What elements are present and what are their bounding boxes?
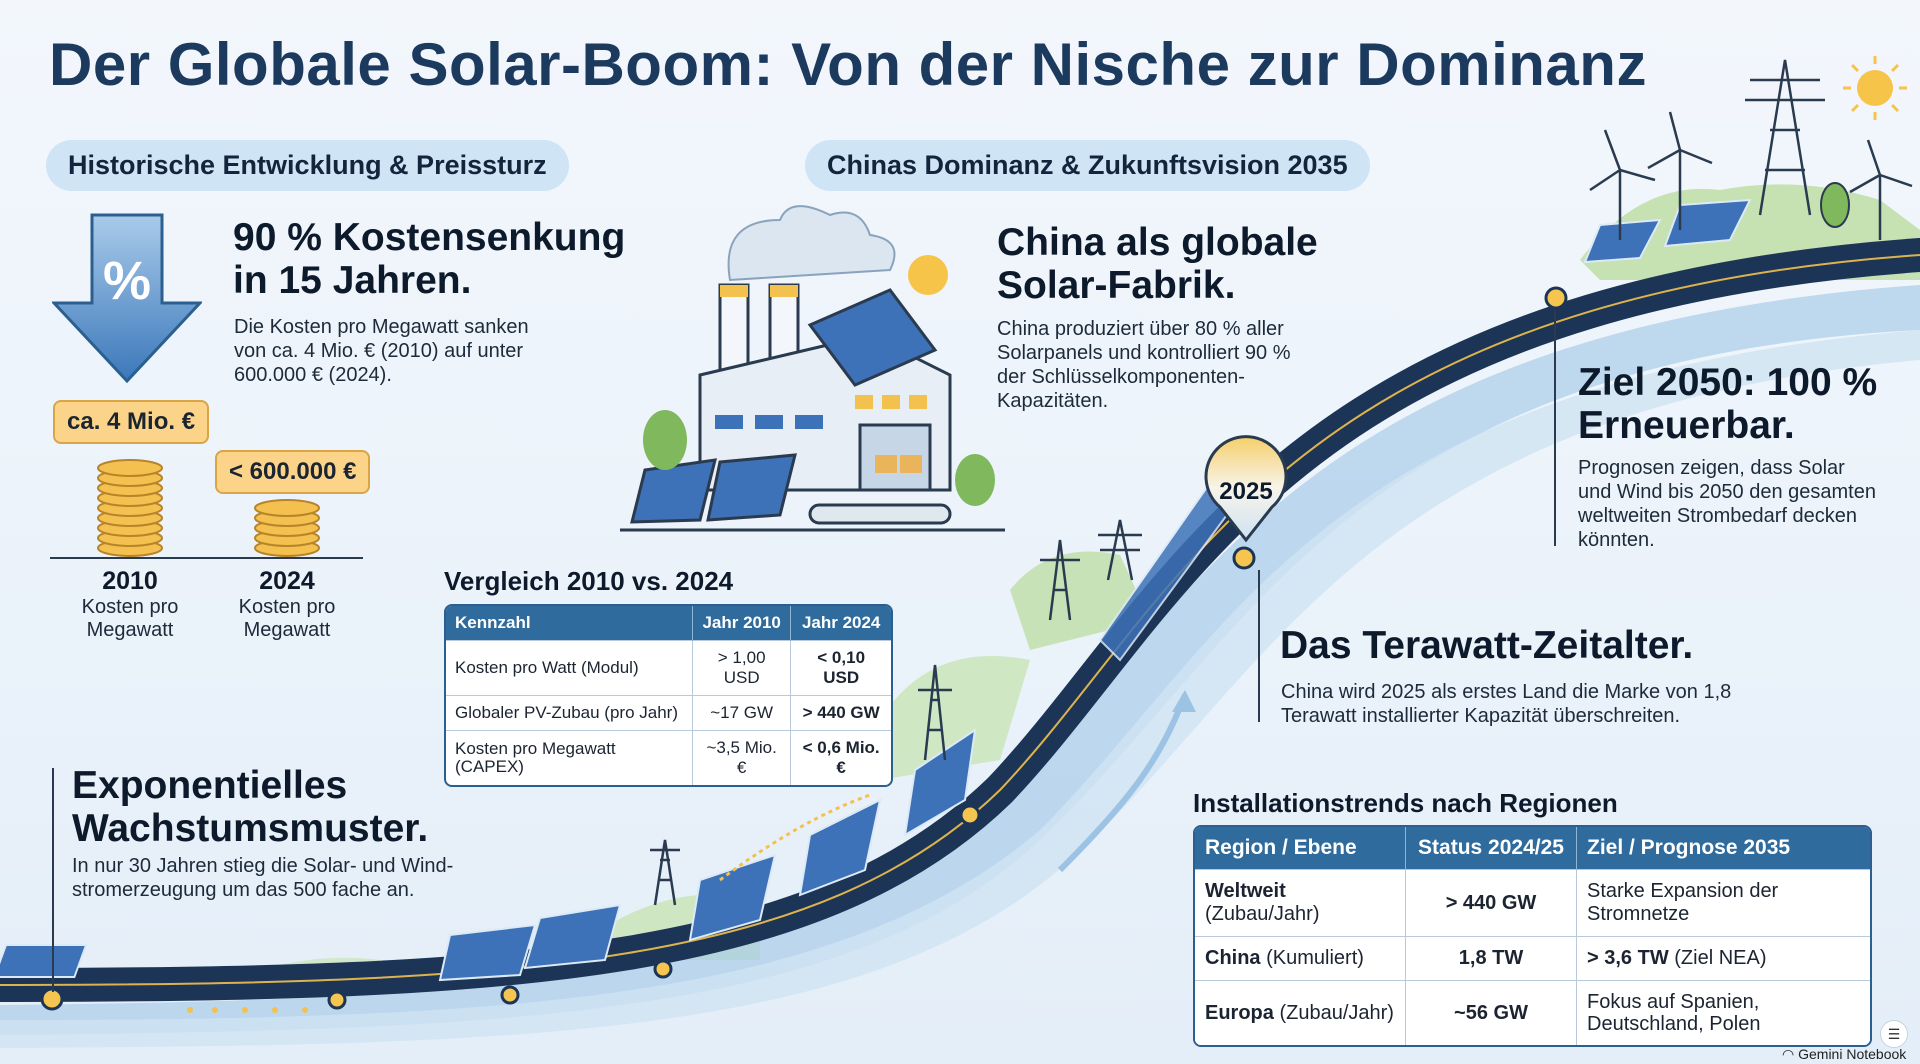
terawatt-connector-line xyxy=(1258,570,1260,722)
china-heading: China als globale Solar-Fabrik. xyxy=(997,221,1318,307)
goal-heading: Ziel 2050: 100 % Erneuerbar. xyxy=(1578,361,1878,447)
page-title: Der Globale Solar-Boom: Von der Nische z… xyxy=(49,31,1647,98)
year-2024: 2024 xyxy=(259,567,315,595)
coin-label-2024: 2024 Kosten pro Megawatt xyxy=(217,567,357,642)
terawatt-text: China wird 2025 als erstes Land die Mark… xyxy=(1281,681,1732,727)
china-text: China produziert über 80 % aller Solarpa… xyxy=(997,318,1291,412)
cost-text: Die Kosten pro Megawatt sanken von ca. 4… xyxy=(234,316,529,386)
regions-header: Status 2024/25 xyxy=(1405,827,1577,870)
regions-title: Installationstrends nach Regionen xyxy=(1193,788,1618,818)
marker-2025-label: 2025 xyxy=(1219,478,1273,505)
percent-symbol: % xyxy=(102,251,151,311)
terawatt-heading: Das Terawatt-Zeitalter. xyxy=(1280,624,1694,667)
growth-text: In nur 30 Jahren stieg die Solar- und Wi… xyxy=(72,855,454,901)
solar-factory-illustration xyxy=(620,205,1005,532)
table-row: Kosten pro Watt (Modul) > 1,00 USD < 0,1… xyxy=(446,640,891,696)
growth-connector-line xyxy=(52,768,54,992)
year-2010: 2010 xyxy=(102,567,158,595)
coin-stacks-icon xyxy=(50,459,363,559)
section-pill-china: Chinas Dominanz & Zukunftsvision 2035 xyxy=(805,140,1370,191)
regions-header: Ziel / Prognose 2035 xyxy=(1576,827,1870,870)
cost-heading-line2: in 15 Jahren. xyxy=(233,258,472,302)
cost-heading-line1: 90 % Kostensenkung xyxy=(233,216,626,259)
tag-2024-cost: < 600.000 € xyxy=(215,450,371,494)
table-row: Globaler PV-Zubau (pro Jahr) ~17 GW > 44… xyxy=(446,695,891,731)
growth-heading: Exponentielles Wachstumsmuster. xyxy=(72,764,429,850)
comparison-header: Jahr 2024 xyxy=(790,606,891,641)
regions-header: Region / Ebene xyxy=(1195,827,1406,870)
coin-label-2010: 2010 Kosten pro Megawatt xyxy=(60,567,200,642)
table-row: China (Kumuliert) 1,8 TW > 3,6 TW (Ziel … xyxy=(1195,936,1870,981)
watermark: ◠ Gemini Notebook xyxy=(1782,1046,1907,1062)
goal-connector-line xyxy=(1554,310,1556,546)
goal-text: Prognosen zeigen, dass Solar und Wind bi… xyxy=(1578,457,1876,551)
comparison-header: Kennzahl xyxy=(446,606,693,641)
table-row: Weltweit (Zubau/Jahr) > 440 GW Starke Ex… xyxy=(1195,869,1870,937)
comparison-title: Vergleich 2010 vs. 2024 xyxy=(444,566,734,596)
table-row: Kosten pro Megawatt (CAPEX) ~3,5 Mio. € … xyxy=(446,730,891,785)
map-pin-2025-icon xyxy=(1204,435,1288,543)
percent-down-arrow-icon xyxy=(52,213,202,383)
notes-icon[interactable]: ☰ xyxy=(1880,1020,1908,1048)
comparison-header: Jahr 2010 xyxy=(692,606,792,641)
cost-heading: 90 % Kostensenkung in 15 Jahren. xyxy=(233,216,626,303)
table-row: Europa (Zubau/Jahr) ~56 GW Fokus auf Spa… xyxy=(1195,980,1870,1045)
regions-table: Region / Ebene Status 2024/25 Ziel / Pro… xyxy=(1193,825,1872,1047)
section-pill-history: Historische Entwicklung & Preissturz xyxy=(46,140,569,191)
gemini-logo-icon: ◠ xyxy=(1782,1046,1795,1062)
comparison-table: Kennzahl Jahr 2010 Jahr 2024 Kosten pro … xyxy=(444,604,893,787)
tag-2010-cost: ca. 4 Mio. € xyxy=(53,400,210,444)
